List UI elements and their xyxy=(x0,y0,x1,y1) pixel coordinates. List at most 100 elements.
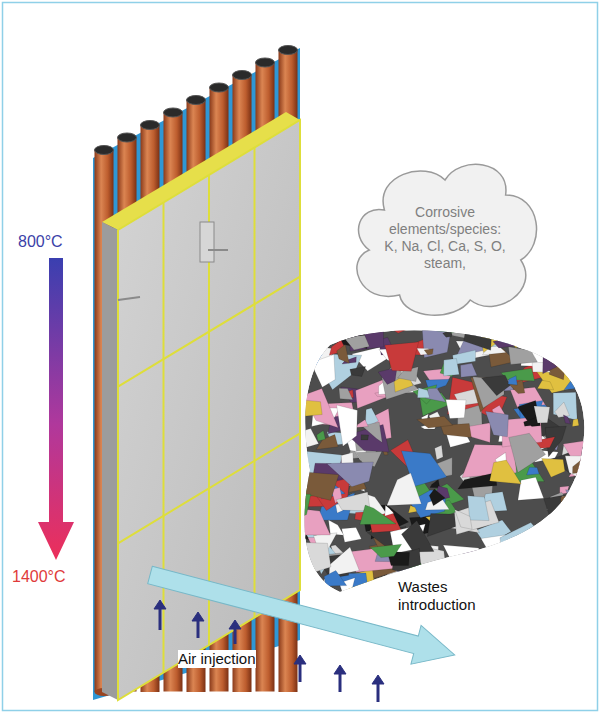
waste-item xyxy=(426,514,459,527)
tube xyxy=(118,138,137,692)
waste-item xyxy=(316,551,356,567)
waste-item xyxy=(297,483,323,498)
tube-opening xyxy=(233,71,252,80)
waste-item xyxy=(369,511,401,533)
waste-item xyxy=(561,441,600,460)
waste-item xyxy=(338,573,367,589)
waste-item xyxy=(401,489,447,518)
waste-item xyxy=(468,496,490,521)
waste-item xyxy=(553,392,577,420)
waste-item xyxy=(480,392,507,420)
waste-item xyxy=(377,549,385,560)
waste-item xyxy=(409,563,426,575)
waste-item xyxy=(469,474,493,499)
waste-item xyxy=(473,377,504,408)
waste-item xyxy=(347,569,374,590)
waste-item xyxy=(294,429,319,448)
waste-item xyxy=(375,391,386,397)
waste-ground xyxy=(304,330,584,592)
waste-item xyxy=(488,349,515,367)
waste-item xyxy=(325,325,338,338)
tube xyxy=(210,88,229,692)
air-arrow xyxy=(234,628,237,644)
tube-end xyxy=(95,688,114,696)
waste-item xyxy=(312,408,340,427)
waste-item xyxy=(423,368,456,390)
tube xyxy=(279,50,298,692)
waste-item xyxy=(569,466,591,477)
waste-item xyxy=(544,495,568,515)
waste-item xyxy=(480,565,501,576)
waste-item xyxy=(312,354,362,390)
waste-item xyxy=(566,575,580,588)
waste-item xyxy=(493,385,501,394)
waste-item xyxy=(482,453,509,477)
waste-item xyxy=(534,447,541,456)
waste-item xyxy=(510,387,548,420)
waste-item xyxy=(509,435,536,452)
waste-item xyxy=(444,359,460,376)
waste-item xyxy=(536,362,576,393)
tube xyxy=(141,125,160,692)
waste-item xyxy=(447,377,489,414)
waste-item xyxy=(362,422,382,443)
waste-item xyxy=(567,564,598,592)
waste-item xyxy=(402,521,435,552)
waste-item xyxy=(545,426,566,457)
waste-item xyxy=(387,552,409,566)
waste-item xyxy=(435,484,464,510)
waste-item xyxy=(471,377,495,412)
waste-item xyxy=(341,387,367,403)
waste-item xyxy=(310,460,350,485)
waste-item xyxy=(413,385,437,404)
tube xyxy=(187,100,206,692)
waste-item xyxy=(424,349,433,355)
waste-item xyxy=(524,437,555,450)
waste-item xyxy=(454,500,499,534)
waste-item xyxy=(346,436,357,452)
waste-item xyxy=(507,554,527,568)
waste-item xyxy=(341,453,353,465)
waste-item xyxy=(435,445,443,460)
waste-item xyxy=(504,328,548,348)
waste-item xyxy=(302,389,338,428)
waste-item xyxy=(356,379,398,408)
tile-anchor xyxy=(200,222,214,262)
waste-item xyxy=(574,320,598,335)
air-arrow-head xyxy=(192,612,204,621)
waste-item xyxy=(346,546,404,572)
tile-anchor xyxy=(208,249,228,251)
waste-item xyxy=(318,493,355,520)
waste-item xyxy=(512,458,544,481)
waste-arrow xyxy=(145,556,460,675)
waste-item xyxy=(417,348,434,355)
air-arrow-head xyxy=(294,655,306,664)
waste-item xyxy=(381,542,410,577)
waste-item xyxy=(365,408,378,428)
waste-item xyxy=(349,474,367,492)
waste-item xyxy=(500,523,547,549)
waste-item xyxy=(454,386,487,406)
waste-item xyxy=(312,463,343,483)
waste-item xyxy=(385,342,419,371)
waste-item xyxy=(547,492,572,510)
waste-item xyxy=(379,348,417,367)
waste-item xyxy=(543,322,567,357)
waste-item xyxy=(527,467,540,475)
waste-item xyxy=(356,419,368,427)
waste-item xyxy=(545,438,560,450)
waste-item xyxy=(504,422,538,450)
waste-item xyxy=(502,417,542,447)
waste-item xyxy=(443,330,452,338)
waste-item xyxy=(457,324,502,356)
waste-item xyxy=(329,547,359,576)
tube xyxy=(164,113,183,692)
cloud-callout: Corrosive elements/species: K, Na, Cl, C… xyxy=(344,150,546,320)
waste-item xyxy=(468,553,483,572)
waste-item xyxy=(310,463,335,478)
waste-item xyxy=(317,454,326,460)
air-arrow-head xyxy=(334,665,346,674)
waste-item xyxy=(375,517,399,538)
waste-item xyxy=(380,554,400,565)
waste-item xyxy=(565,456,589,484)
